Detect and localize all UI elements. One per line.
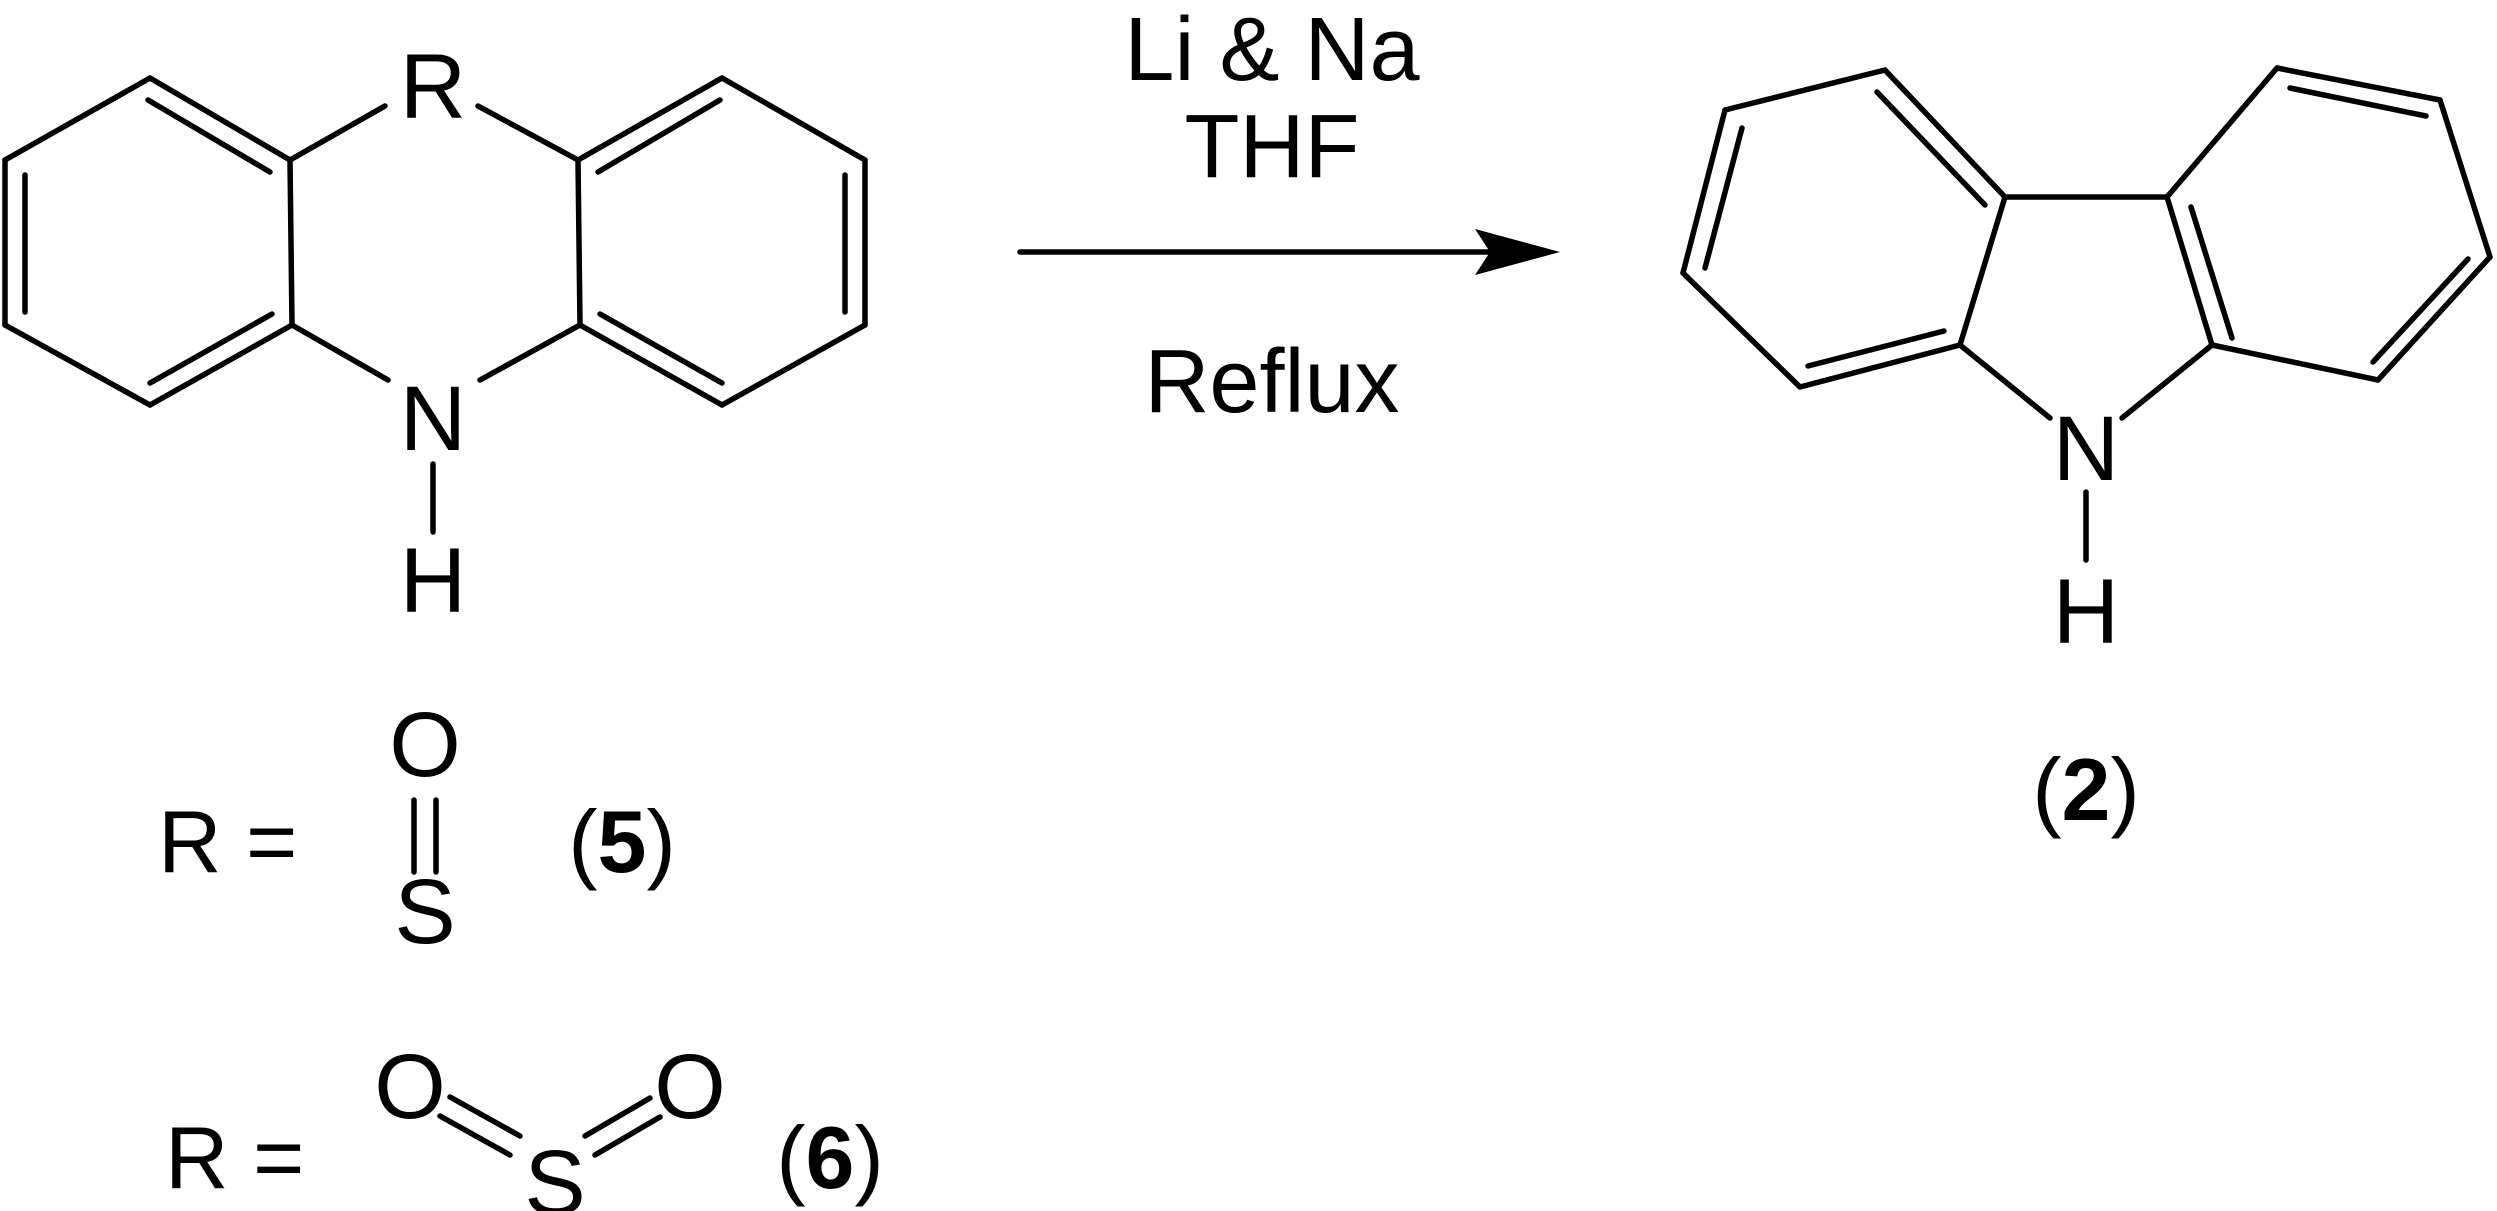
substituent-6-prefix: R = — [165, 1108, 304, 1207]
product-structure: N H (2) — [1680, 65, 2493, 839]
reactant-hydrogen: H — [400, 530, 466, 632]
substituent-5-prefix: R = — [158, 792, 297, 891]
reactant-nitrogen: N — [400, 368, 466, 470]
substituent-6-oxygen-right: O — [654, 1036, 726, 1138]
substituent-6-sulfur: S — [524, 1132, 585, 1211]
reaction-condition: Reflux — [1144, 332, 1399, 432]
substituent-5-oxygen: O — [389, 694, 461, 796]
substituent-6-compound-number: 6 — [806, 1108, 855, 1207]
substituent-sulfoxide: R = O S (5) — [158, 694, 676, 963]
substituent-5-compound-number: 5 — [598, 792, 647, 891]
reactant-structure: R N H — [2, 36, 868, 632]
substituent-sulfone: R = O S O (6) — [165, 1036, 884, 1211]
substituent-5-label: (5) — [568, 792, 676, 891]
product-hydrogen: H — [2053, 561, 2119, 663]
reagent-line-1: Li & Na — [1124, 0, 1420, 100]
arrow-head-icon — [1475, 229, 1560, 275]
product-compound-number: 2 — [2062, 740, 2111, 839]
reagent-line-2: THF — [1185, 97, 1360, 197]
substituent-6-label: (6) — [776, 1108, 884, 1207]
reaction-arrow-group: Li & Na THF Reflux — [1017, 0, 1560, 432]
reactant-bridge-atom: R — [400, 36, 466, 138]
product-nitrogen: N — [2053, 398, 2119, 500]
substituent-5-sulfur: S — [394, 861, 455, 963]
substituent-6-oxygen-left: O — [374, 1036, 446, 1138]
product-label: (2) — [2032, 740, 2140, 839]
